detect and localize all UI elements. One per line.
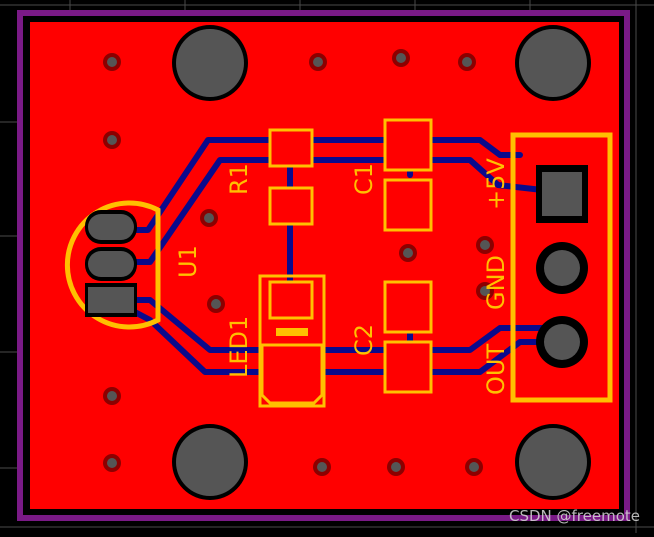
- u1-pads: [85, 210, 137, 317]
- via-icon: [476, 236, 494, 254]
- connector-outline: [510, 132, 613, 403]
- led-outline: [258, 274, 326, 408]
- smd-pad-icon: [268, 128, 314, 168]
- label-c1: C1: [350, 163, 378, 195]
- via-icon: [200, 209, 218, 227]
- mounting-hole-icon[interactable]: [515, 424, 591, 500]
- via-icon: [392, 49, 410, 67]
- smd-pad-icon: [383, 340, 433, 394]
- label-plus5v: +5V: [482, 158, 510, 210]
- via-icon: [458, 53, 476, 71]
- mounting-hole-icon[interactable]: [515, 25, 591, 101]
- label-u1: U1: [174, 245, 202, 278]
- mounting-hole-icon[interactable]: [172, 424, 248, 500]
- label-out: OUT: [482, 344, 510, 395]
- smd-pad-icon: [383, 280, 433, 334]
- smd-pads: [260, 118, 433, 405]
- connector-pin-plus5v[interactable]: [536, 165, 588, 223]
- via-icon: [103, 454, 121, 472]
- u1-outline: [64, 200, 161, 330]
- via-icon: [103, 53, 121, 71]
- smd-pad-icon: [260, 343, 324, 405]
- label-gnd: GND: [482, 255, 510, 310]
- via-icon: [309, 53, 327, 71]
- vias: [103, 49, 494, 476]
- via-icon: [313, 458, 331, 476]
- connector-pin-out[interactable]: [536, 316, 588, 368]
- via-icon: [103, 131, 121, 149]
- label-r1: R1: [225, 163, 253, 195]
- smd-pad-icon: [383, 118, 433, 172]
- label-c2: C2: [350, 324, 378, 356]
- connector-pin-gnd[interactable]: [536, 242, 588, 294]
- led-polarity-mark: [276, 328, 308, 336]
- via-icon: [476, 282, 494, 300]
- label-led1: LED1: [225, 316, 253, 378]
- watermark: CSDN @freemote: [508, 507, 640, 525]
- via-icon: [465, 458, 483, 476]
- smd-pad-icon: [268, 280, 314, 320]
- smd-pad-icon: [268, 186, 314, 226]
- smd-pad-icon: [383, 178, 433, 232]
- via-icon: [207, 295, 225, 313]
- mounting-hole-icon[interactable]: [172, 25, 248, 101]
- board-outline: [17, 10, 630, 521]
- via-icon: [387, 458, 405, 476]
- via-icon: [399, 244, 417, 262]
- via-icon: [103, 387, 121, 405]
